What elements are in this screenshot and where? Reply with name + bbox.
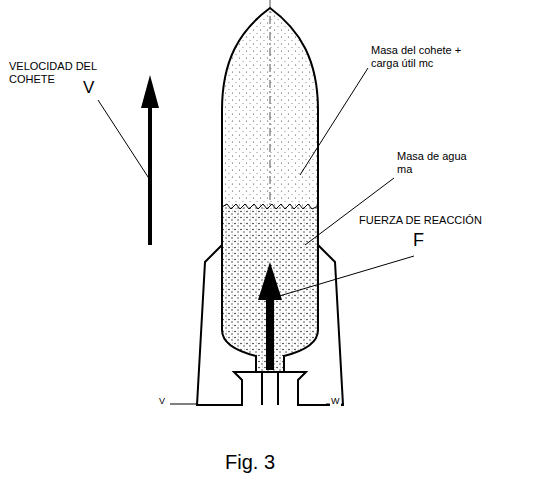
symbol-label: F: [412, 230, 425, 252]
leader-line: [170, 404, 196, 405]
force-arrow-head: [258, 262, 282, 300]
point-label: V: [158, 396, 166, 407]
velocity-arrow-shaft: [148, 100, 152, 245]
leader-line: [98, 100, 150, 180]
figure-caption: Fig. 3: [224, 450, 276, 474]
leader-line: [276, 256, 414, 297]
force-arrow-shaft: [266, 298, 274, 370]
leader-line: [305, 178, 394, 245]
part-label: FUERZA DE REACCIÓN: [358, 214, 483, 227]
right-fin: [284, 245, 343, 405]
nozzle-wall: [261, 372, 263, 405]
rocket-body: [222, 8, 318, 372]
nozzle-wall: [277, 372, 279, 405]
velocity-arrow-head: [141, 75, 159, 108]
part-label: Masa del cohete + carga útil mc: [370, 44, 472, 70]
point-label: W: [330, 396, 341, 407]
left-fin: [197, 245, 256, 405]
symbol-label: V: [82, 78, 95, 98]
center-line: [270, 0, 271, 205]
part-label: Masa de agua ma: [396, 150, 478, 176]
leader-line: [300, 68, 368, 175]
stipple-fill: [215, 0, 325, 377]
